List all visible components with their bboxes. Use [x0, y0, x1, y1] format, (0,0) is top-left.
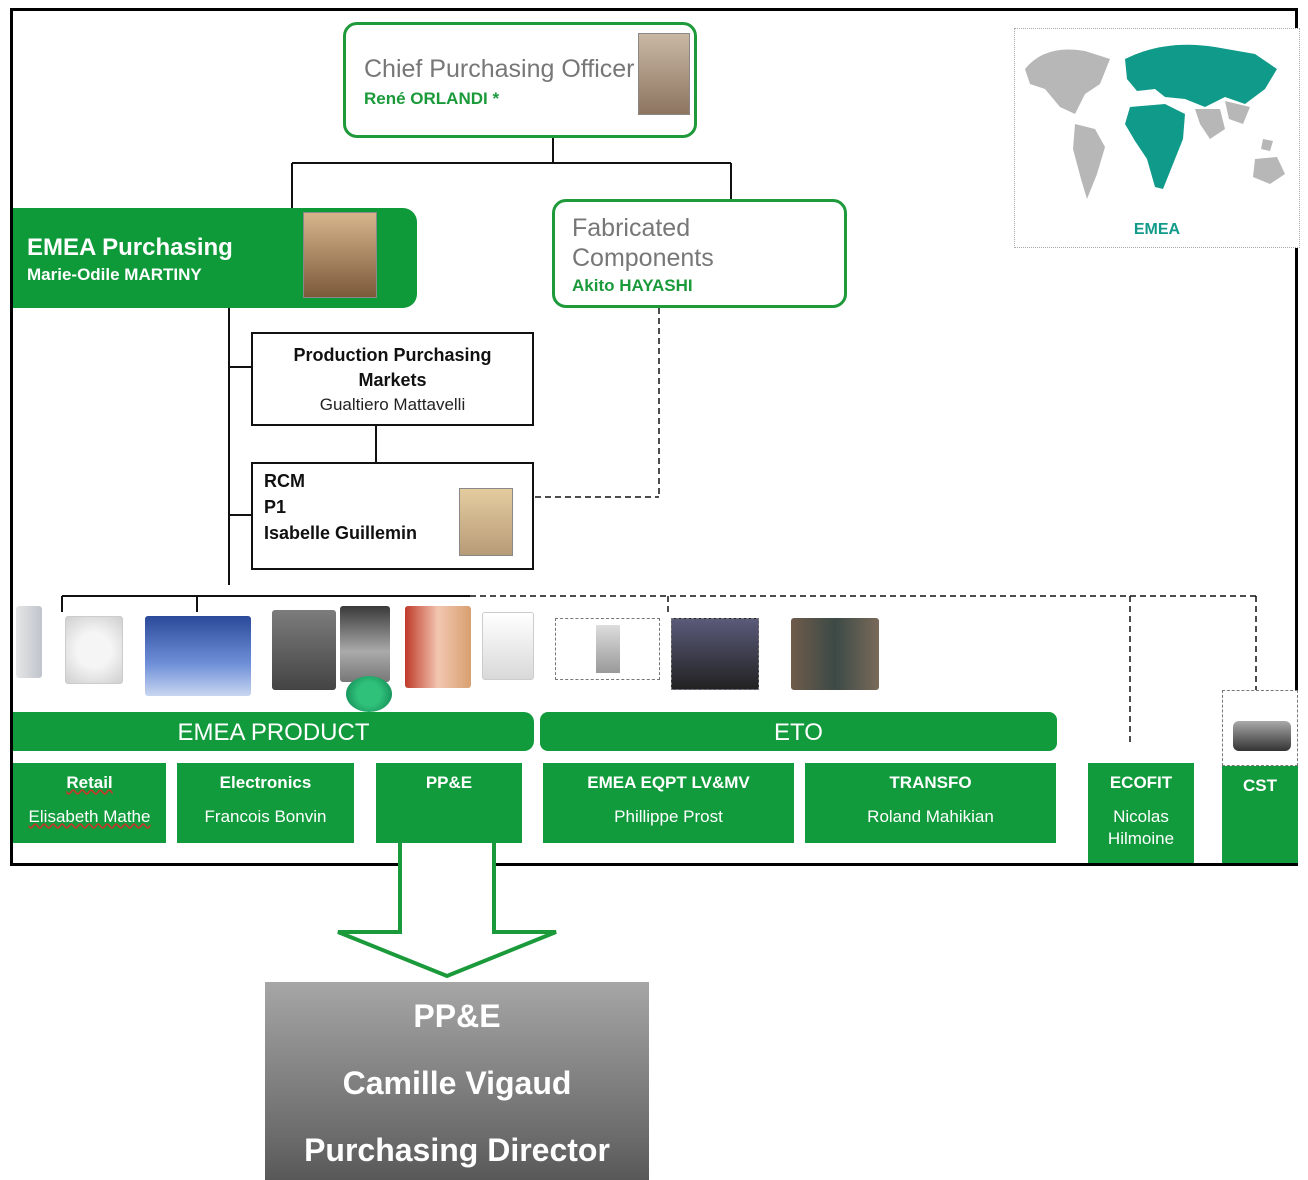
rcm-name: Isabelle Guillemin	[264, 523, 418, 543]
rcm-photo	[459, 488, 513, 556]
ppe-director-role: Purchasing Director	[304, 1132, 610, 1168]
cpo-photo	[638, 33, 690, 115]
socket-outlet-image	[65, 616, 123, 684]
unit-retail-title: Retail	[66, 773, 113, 792]
world-map: EMEA	[1014, 28, 1300, 248]
unit-transfo-name: Roland Mahikian	[867, 807, 994, 826]
drives-image	[145, 616, 251, 696]
production-name: Gualtiero Mattavelli	[319, 395, 466, 414]
eto-bar: ETO	[540, 712, 1057, 751]
circuit-breaker-image	[272, 610, 336, 690]
unit-emea-eqpt: EMEA EQPT LV&MV Phillippe Prost	[543, 763, 794, 843]
unit-retail-name: Elisabeth Mathe	[28, 807, 151, 826]
unit-cst-title: CST	[1243, 776, 1277, 795]
map-label: EMEA	[1133, 221, 1181, 238]
cpo-title: Chief Purchasing Officer	[364, 55, 635, 83]
rcm-line1: RCM	[264, 471, 305, 491]
transformer-image	[791, 618, 879, 690]
rcm-box: RCM P1 Isabelle Guillemin	[251, 462, 534, 570]
fabricated-name: Akito HAYASHI	[572, 276, 693, 295]
fabricated-components-box: Fabricated Components Akito HAYASHI	[552, 199, 847, 308]
switchgear-image	[555, 618, 660, 680]
emea-product-bar: EMEA PRODUCT	[13, 712, 534, 751]
unit-electronics-name: Francois Bonvin	[204, 807, 327, 826]
unit-cst: CST	[1222, 766, 1298, 863]
unit-transfo: TRANSFO Roland Mahikian	[805, 763, 1056, 843]
rcm-line2: P1	[264, 497, 287, 517]
unit-transfo-title: TRANSFO	[889, 773, 972, 792]
ppe-director-box: PP&E Camille Vigaud Purchasing Director	[265, 982, 649, 1180]
enclosures-image	[405, 606, 471, 688]
fabricated-title-line1: Fabricated	[572, 214, 691, 242]
unit-ecofit-name-line2: Hilmoine	[1107, 829, 1175, 848]
unit-ppe: PP&E	[376, 763, 522, 843]
unit-ecofit: ECOFIT Nicolas Hilmoine	[1088, 763, 1194, 863]
ppe-director-unit: PP&E	[413, 998, 501, 1034]
production-line1: Production Purchasing	[293, 345, 492, 365]
fabricated-title-line2: Components	[572, 244, 714, 272]
unit-ecofit-name-line1: Nicolas	[1113, 807, 1169, 826]
lv-equipment-image	[671, 618, 759, 690]
unit-ppe-title: PP&E	[425, 773, 473, 792]
world-map-icon	[1025, 44, 1285, 199]
cabinet-image	[482, 612, 534, 680]
unit-electronics-title: Electronics	[219, 773, 312, 792]
emea-purchasing-title: EMEA Purchasing	[27, 234, 233, 261]
emea-purchasing-name: Marie-Odile MARTINY	[27, 265, 202, 284]
unit-retail: Retail Elisabeth Mathe	[13, 763, 166, 843]
production-line2: Markets	[358, 370, 427, 390]
cpo-name: René ORLANDI *	[364, 89, 500, 108]
cst-product-image	[1222, 690, 1298, 766]
modular-device-image	[16, 606, 42, 678]
emea-purchasing-photo	[303, 212, 377, 298]
unit-ecofit-title: ECOFIT	[1109, 773, 1173, 792]
push-button-image	[346, 676, 392, 712]
cpo-box: Chief Purchasing Officer René ORLANDI *	[343, 22, 697, 138]
emea-purchasing-box: EMEA Purchasing Marie-Odile MARTINY	[13, 208, 417, 308]
unit-emea-eqpt-name: Phillippe Prost	[614, 807, 723, 826]
ppe-director-name: Camille Vigaud	[342, 1065, 572, 1101]
production-purchasing-box: Production Purchasing Markets Gualtiero …	[251, 332, 534, 426]
unit-electronics: Electronics Francois Bonvin	[177, 763, 354, 843]
org-chart-frame	[10, 8, 1298, 866]
contactor-image	[340, 606, 390, 682]
unit-emea-eqpt-title: EMEA EQPT LV&MV	[587, 773, 750, 792]
